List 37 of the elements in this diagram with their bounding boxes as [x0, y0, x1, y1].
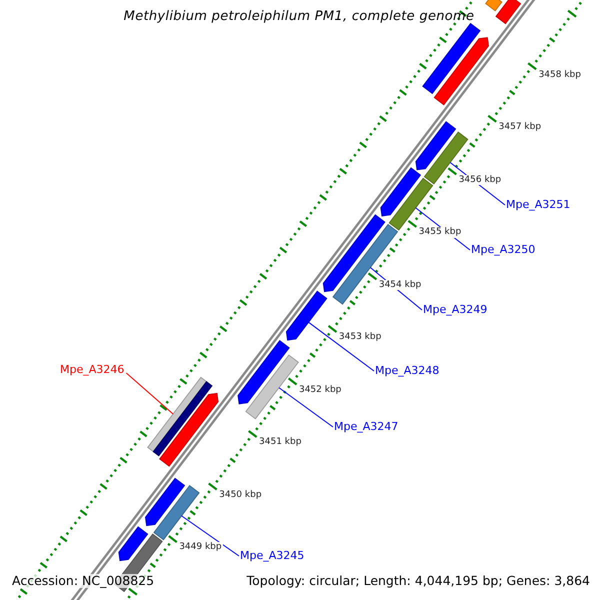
gene-label: Mpe_A3250 — [471, 244, 536, 257]
gene-feature — [495, 0, 522, 24]
gene-feature — [144, 478, 186, 526]
gene-feature — [422, 22, 481, 94]
gene-feature — [485, 0, 502, 12]
leader-line — [126, 372, 174, 414]
gene-feature — [415, 121, 456, 170]
gene-label: Mpe_A3247 — [334, 421, 398, 434]
scale-label: 3454 kbp — [378, 280, 422, 290]
gene-feature — [380, 167, 422, 216]
scale-label: 3457 kbp — [498, 122, 542, 132]
gene-label: Mpe_A3246 — [60, 364, 124, 377]
scale-label: 3458 kbp — [538, 70, 582, 80]
gene-feature — [159, 392, 219, 467]
gene-feature — [286, 290, 328, 341]
gene-feature — [118, 526, 148, 562]
leader-line — [278, 387, 334, 428]
scale-label: 3456 kbp — [458, 174, 502, 186]
gene-label: Mpe_A3251 — [506, 199, 570, 212]
scale-label: 3449 kbp — [178, 542, 223, 553]
gene-feature — [434, 37, 489, 106]
genome-info-text: Topology: circular; Length: 4,044,195 bp; Genes: 3,864 — [244, 574, 592, 588]
gene-feature — [245, 354, 299, 420]
gene-feature — [153, 484, 200, 540]
scale-label: 3452 kbp — [298, 384, 342, 396]
gene-label: Mpe_A3249 — [423, 304, 488, 317]
scale-label: 3455 kbp — [418, 227, 462, 238]
scale-label: 3450 kbp — [218, 490, 263, 500]
leader-line — [181, 515, 240, 556]
gene-feature — [238, 340, 290, 404]
gene-feature — [147, 376, 213, 456]
gene-label: Mpe_A3248 — [375, 365, 440, 378]
title: Methylibium petroleiphilum PM1, complete genome — [124, 10, 474, 25]
gene-label: Mpe_A3245 — [240, 550, 304, 563]
leader-line — [308, 322, 374, 372]
scale-label: 3453 kbp — [338, 332, 382, 343]
scale-label: 3451 kbp — [258, 437, 302, 448]
